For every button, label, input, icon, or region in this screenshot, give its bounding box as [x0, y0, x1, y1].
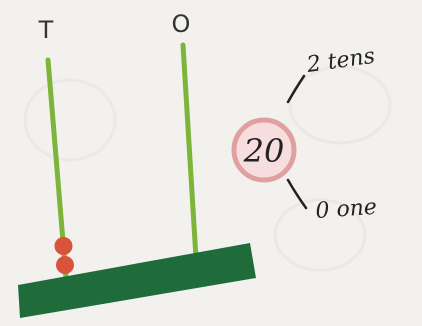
abacus-base — [18, 243, 256, 318]
tens-rod-label: T — [38, 16, 54, 44]
ones-note-connector — [286, 178, 308, 210]
ones-note: 0 one — [315, 195, 378, 224]
number-bubble: 20 — [231, 117, 297, 183]
ones-rod — [180, 42, 199, 261]
tens-bead — [56, 256, 74, 274]
number-bubble-ring — [231, 117, 297, 183]
tens-bead — [54, 237, 73, 255]
ones-rod-label: O — [172, 10, 191, 38]
tens-note-connector — [286, 74, 306, 104]
tens-beads — [54, 237, 74, 274]
number-value: 20 — [243, 132, 285, 170]
faint-background-shapes — [23, 65, 392, 272]
